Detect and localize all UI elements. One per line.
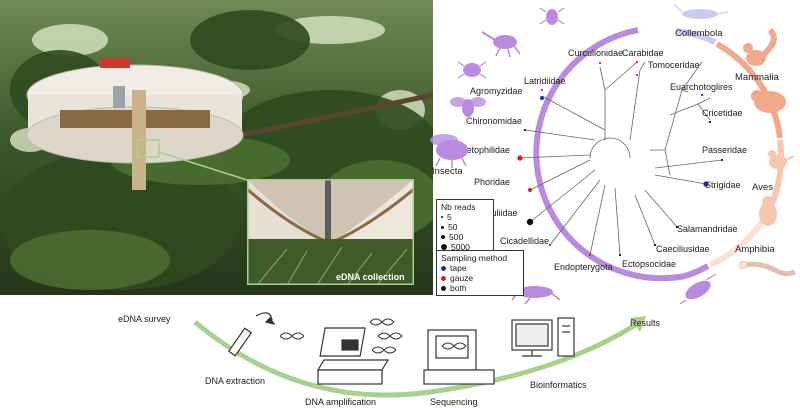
ring-insecta-lower <box>684 263 710 279</box>
group-label-collembola: Collembola <box>675 28 723 39</box>
leaf-dot-endopterygota <box>588 253 592 257</box>
leaf-dot-mycetophilidae <box>517 155 523 161</box>
cockroach-icon <box>679 273 717 305</box>
group-label-amphibia: Amphibia <box>735 244 775 255</box>
taxon-label-agromyzidae: Agromyzidae <box>470 86 523 96</box>
legend-method-item: gauze <box>441 273 519 283</box>
large-fly-icon <box>430 134 468 168</box>
salamander-icon <box>738 260 796 277</box>
pipette-icon <box>227 312 276 357</box>
leaf-dot-chironomidae <box>523 128 527 132</box>
ring-insecta <box>533 27 686 282</box>
forest-photo <box>0 0 433 295</box>
ring-amphibia <box>708 210 771 268</box>
legend-sampling-method: Sampling method tape gauze both <box>436 250 524 296</box>
group-label-aves: Aves <box>752 182 773 193</box>
leaf-dot-carabidae <box>635 60 639 64</box>
taxon-label-tomoceridae: Tomoceridae <box>648 60 700 70</box>
dna-strand-icon <box>279 332 305 340</box>
mammal-silhouettes <box>743 27 786 113</box>
leaf-dot-caeciliusidae <box>653 243 657 247</box>
taxon-label-ectopsocidae: Ectopsocidae <box>622 259 676 269</box>
taxon-label-carabidae: Carabidae <box>622 48 664 58</box>
leaf-dot-phoridae <box>528 188 532 192</box>
computer-icon <box>511 317 575 357</box>
step-results: Results <box>630 318 661 328</box>
legend-reads-item: 500 <box>441 232 489 242</box>
dna-strands-icon <box>369 318 403 354</box>
legend-reads: Nb reads 5 50 500 5000 <box>436 199 494 255</box>
legend-reads-item: 50 <box>441 222 489 232</box>
taxon-label-simuliidae: Simuliidae <box>476 208 518 218</box>
legend-reads-item: 5000 <box>441 242 489 252</box>
hamster-icon <box>751 90 786 113</box>
legend-method-title: Sampling method <box>441 253 508 263</box>
step-edna-survey: eDNA survey <box>118 314 171 324</box>
group-label-insecta: Insecta <box>432 166 463 177</box>
weevil-icon <box>481 31 521 58</box>
legend-method-item: tape <box>441 263 519 273</box>
leaf-dot-strigidae <box>703 181 709 187</box>
beetle-small-icon <box>539 7 565 25</box>
taxon-label-cicadellidae: Cicadellidae <box>500 236 549 246</box>
legend-reads-item: 5 <box>441 212 489 222</box>
leaf-dot-salamandridae <box>675 225 679 229</box>
springtail-icon <box>673 3 729 19</box>
taxon-label-mycetophilidae: Mycetophilidae <box>450 145 510 155</box>
ring-collembola <box>675 28 717 45</box>
tree-branches <box>519 61 723 256</box>
group-label-mammalia: Mammalia <box>735 72 780 83</box>
taxon-label-strigidae: Strigidae <box>705 180 741 190</box>
leaf-dot-curculionidae <box>598 61 602 65</box>
step-dna-extraction: DNA extraction <box>205 376 265 386</box>
leaf-dot-agromyzidae <box>540 96 544 100</box>
step-bioinformatics: Bioinformatics <box>530 380 587 390</box>
taxon-label-endopterygota: Endopterygota <box>554 262 613 272</box>
sequencer-icon <box>423 329 495 385</box>
taxon-label-phoridae: Phoridae <box>474 177 510 187</box>
taxon-label-curculionidae: Curculionidae <box>568 48 623 58</box>
taxon-label-salamandridae: Salamandridae <box>677 224 738 234</box>
taxon-label-passeridae: Passeridae <box>702 145 747 155</box>
legend-method-item: both <box>441 283 519 293</box>
ring-mammalia <box>715 41 783 139</box>
taxon-label-chironomidae: Chironomidae <box>466 116 522 126</box>
dna-strand-icon <box>441 342 467 350</box>
leaf-dot-cricetidae <box>708 120 712 124</box>
step-sequencing: Sequencing <box>430 397 478 407</box>
fly-icon <box>450 97 486 117</box>
leaf-dot-cicadellidae <box>548 243 552 247</box>
leaf-dot-euarchotoglires <box>700 93 704 97</box>
workflow-panel: eDNA survey DNA extraction DNA amplifica… <box>118 312 661 407</box>
taxon-label-cricetidae: Cricetidae <box>702 108 743 118</box>
taxon-label-caeciliusidae: Caeciliusidae <box>656 244 710 254</box>
leaf-dot-tomoceridae <box>635 73 639 77</box>
thermocycler-icon <box>316 327 390 385</box>
leaf-dots <box>517 60 724 257</box>
step-dna-amplification: DNA amplification <box>305 397 376 407</box>
taxon-label-latridiidae: Latridiidae <box>524 76 566 86</box>
leaf-dot-simuliidae <box>526 218 534 226</box>
edna-collection-inset <box>247 179 414 285</box>
squirrel-icon <box>743 27 777 66</box>
leaf-dot-passeridae <box>720 158 724 162</box>
owl-icon <box>759 196 777 226</box>
beetle-icon <box>457 61 487 79</box>
legend-reads-title: Nb reads <box>441 202 476 212</box>
workflow-arrow <box>193 319 642 398</box>
bird-silhouettes <box>759 150 795 226</box>
leaf-dot-ectopsocidae <box>618 253 622 257</box>
workflow-arrowhead <box>630 316 646 332</box>
sparrow-icon <box>768 150 795 169</box>
inset-label: eDNA collection <box>336 272 405 282</box>
taxon-label-euarchotoglires: Euarchotoglires <box>670 82 733 92</box>
leaf-dot-latridiidae <box>540 88 544 92</box>
edna-sampler-device <box>26 58 244 190</box>
